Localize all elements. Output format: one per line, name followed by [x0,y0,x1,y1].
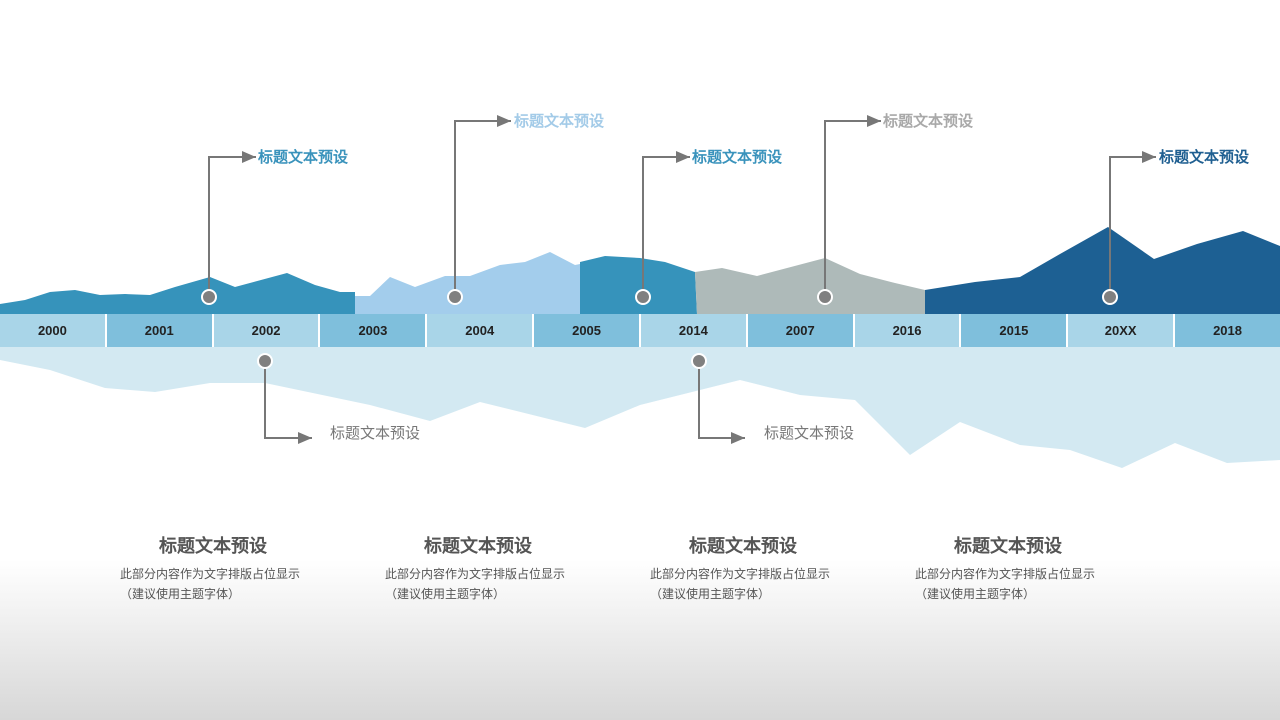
mountain-segment-1 [0,273,355,314]
callout-line [698,361,745,444]
mountain-segment-4 [695,258,925,314]
year-bar: 2000 2001 2002 2003 2004 2005 2014 2007 … [0,314,1280,347]
year-cell: 2001 [106,314,214,347]
block-line: （建议使用主题字体） [385,587,506,601]
callout-label: 标题文本预设 [692,148,783,166]
callout-line [1109,151,1156,297]
year-cell: 20XX [1068,314,1176,347]
mountain-segment-2 [355,252,580,314]
timeline-dot [201,289,217,305]
block-line: （建议使用主题字体） [650,587,771,601]
callout-line [824,115,881,297]
year-cell: 2000 [0,314,107,347]
timeline-dot [635,289,651,305]
year-cell: 2004 [427,314,535,347]
reflection-mountain [0,347,1280,468]
block-line: 此部分内容作为文字排版占位显示 [385,567,566,581]
callout-label: 标题文本预设 [514,112,605,130]
block-title: 标题文本预设 [159,536,267,557]
block-line: （建议使用主题字体） [915,587,1036,601]
callout-line [208,151,256,297]
mountain-segment-5 [925,227,1280,314]
text-block: 标题文本预设 此部分内容作为文字排版占位显示 （建议使用主题字体） [363,532,593,604]
timeline-dot [817,289,833,305]
year-cell: 2002 [213,314,321,347]
block-line: 此部分内容作为文字排版占位显示 [915,567,1096,581]
timeline-dot [691,353,707,369]
block-line: 此部分内容作为文字排版占位显示 [650,567,831,581]
year-cell: 2007 [747,314,855,347]
callout-label: 标题文本预设 [258,148,349,166]
mountain-segment-3 [580,256,697,314]
year-cell: 2016 [854,314,962,347]
callout-label: 标题文本预设 [764,424,855,442]
text-block: 标题文本预设 此部分内容作为文字排版占位显示 （建议使用主题字体） [98,532,328,604]
text-block: 标题文本预设 此部分内容作为文字排版占位显示 （建议使用主题字体） [893,532,1123,604]
block-line: （建议使用主题字体） [120,587,241,601]
timeline-dot [1102,289,1118,305]
year-cell: 2003 [320,314,428,347]
timeline-dot [447,289,463,305]
block-title: 标题文本预设 [954,536,1062,557]
callout-line [642,151,690,297]
block-title: 标题文本预设 [424,536,532,557]
callout-line [264,361,312,444]
callout-label: 标题文本预设 [330,424,421,442]
year-cell: 2005 [534,314,641,347]
ink-mist-background [0,560,1280,720]
year-cell: 2014 [640,314,748,347]
callout-label: 标题文本预设 [1159,148,1250,166]
text-block: 标题文本预设 此部分内容作为文字排版占位显示 （建议使用主题字体） [628,532,858,604]
timeline-dot [257,353,273,369]
year-cell: 2018 [1175,314,1280,347]
callout-line [454,115,511,297]
block-title: 标题文本预设 [689,536,797,557]
year-cell: 2015 [961,314,1069,347]
callout-label: 标题文本预设 [883,112,974,130]
block-line: 此部分内容作为文字排版占位显示 [120,567,301,581]
